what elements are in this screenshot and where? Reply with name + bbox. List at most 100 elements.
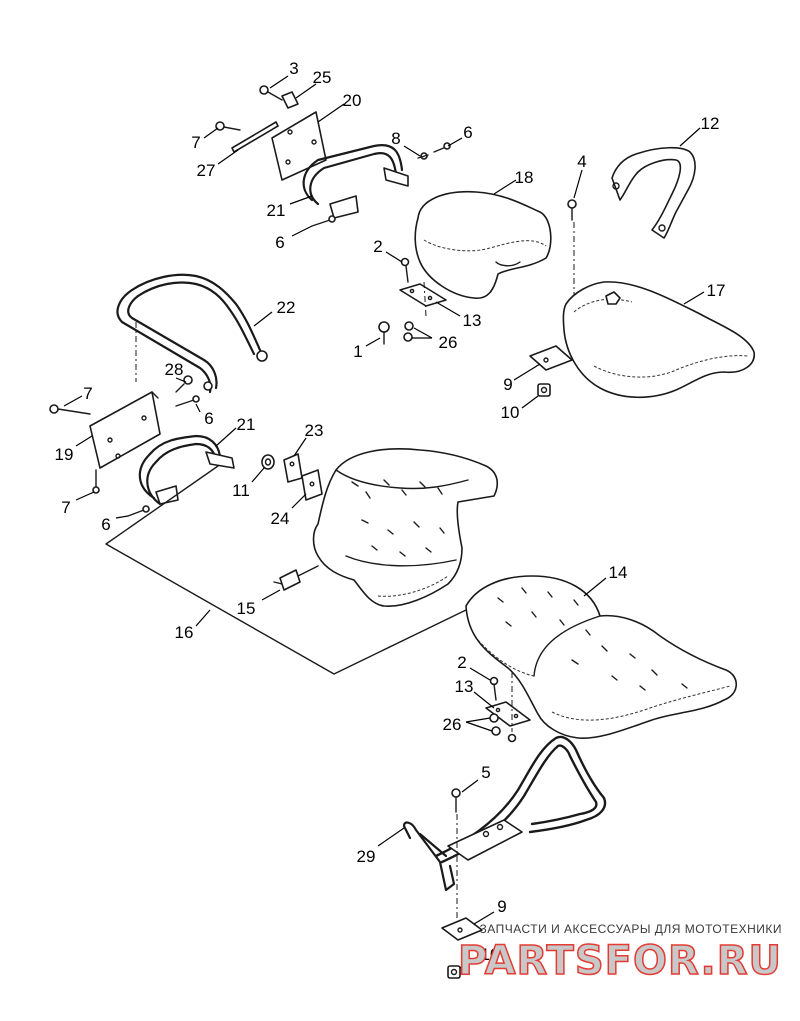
watermark-logo: PARTSFOR.RU: [457, 937, 782, 985]
part-mount-15: [273, 565, 319, 591]
svg-text:10: 10: [501, 403, 520, 422]
part-bar-27: [231, 121, 279, 153]
callout-26-top: 26: [412, 327, 457, 352]
callout-9-bottom: 9: [473, 897, 507, 925]
svg-text:13: 13: [463, 311, 482, 330]
callout-25: 25: [295, 68, 332, 99]
callout-24: 24: [271, 493, 307, 528]
callout-13-bottom: 13: [455, 677, 495, 709]
callout-3: 3: [269, 59, 299, 89]
callout-18: 18: [493, 168, 534, 195]
svg-text:18: 18: [515, 168, 534, 187]
part-screw-6-mid: [175, 395, 200, 407]
part-nut-10-top: [537, 383, 551, 397]
part-screw-7-left: [49, 404, 91, 415]
svg-text:4: 4: [577, 152, 586, 171]
part-screw-7-bottom: [92, 469, 100, 494]
callout-10-top: 10: [501, 395, 539, 422]
callout-1: 1: [353, 337, 381, 361]
callout-2-top: 2: [373, 237, 403, 263]
svg-text:15: 15: [237, 599, 256, 618]
part-rail-21-top: [302, 144, 409, 219]
part-seat-18: [414, 190, 552, 299]
svg-text:6: 6: [101, 515, 110, 534]
part-screw-5: [451, 788, 461, 813]
svg-text:7: 7: [83, 384, 92, 403]
svg-text:24: 24: [271, 509, 290, 528]
part-rail-22: [116, 273, 268, 394]
svg-text:29: 29: [357, 847, 376, 866]
watermark: ЗАПЧАСТИ И АКСЕССУАРЫ ДЛЯ МОТОТЕХНИКИ PA…: [457, 922, 782, 985]
part-screw-2-top: [400, 257, 410, 283]
svg-text:9: 9: [497, 897, 506, 916]
callout-6-mid: 6: [195, 403, 214, 428]
callout-12: 12: [679, 114, 720, 147]
callout-15: 15: [237, 589, 281, 618]
svg-text:10: 10: [481, 945, 500, 964]
part-screw-6-bottom: [127, 505, 150, 517]
svg-text:6: 6: [204, 409, 213, 428]
callout-26-bottom: 26: [443, 715, 493, 734]
callout-7-left: 7: [63, 384, 93, 407]
svg-text:25: 25: [313, 68, 332, 87]
part-screw-4: [567, 199, 577, 221]
svg-text:11: 11: [232, 481, 250, 500]
callout-6-top: 6: [447, 123, 473, 147]
part-screw-3: [259, 85, 283, 101]
callout-13-top: 13: [435, 301, 482, 330]
svg-text:23: 23: [305, 421, 324, 440]
callout-21-top: 21: [267, 195, 313, 220]
part-clip-25: [281, 91, 299, 109]
svg-text:16: 16: [175, 623, 194, 642]
callout-2-bottom: 2: [457, 653, 491, 681]
part-screw-6-top: [433, 142, 451, 153]
svg-text:19: 19: [55, 445, 74, 464]
svg-text:7: 7: [61, 498, 70, 517]
callout-5: 5: [461, 763, 491, 793]
callout-21-bottom: 21: [215, 415, 255, 447]
callout-27: 27: [197, 149, 239, 180]
svg-text:3: 3: [289, 59, 298, 78]
svg-text:12: 12: [701, 114, 720, 133]
svg-text:26: 26: [443, 715, 462, 734]
callout-17: 17: [683, 281, 726, 305]
part-screw-6-lower-top: [311, 215, 336, 227]
part-mounting-plate-20: [271, 111, 327, 181]
svg-text:17: 17: [707, 281, 726, 300]
callout-22: 22: [253, 298, 296, 327]
callout-9-top: 9: [503, 363, 541, 394]
part-mounting-plate-19: [89, 391, 161, 469]
part-nut-10-bottom: [447, 965, 461, 979]
svg-text:6: 6: [463, 123, 472, 142]
callout-20: 20: [317, 91, 362, 123]
svg-text:20: 20: [343, 91, 362, 110]
svg-text:27: 27: [197, 161, 216, 180]
part-strap-12: [611, 146, 696, 239]
svg-text:5: 5: [481, 763, 490, 782]
svg-text:6: 6: [275, 233, 284, 252]
part-spacer-11: [261, 454, 275, 470]
part-seat-14: [465, 575, 738, 739]
part-bolt-1: [378, 321, 390, 345]
part-bracket-24: [301, 469, 323, 501]
part-bracket-23: [283, 453, 303, 483]
svg-text:2: 2: [457, 653, 466, 672]
callout-23: 23: [293, 421, 324, 457]
centerline: [423, 281, 427, 317]
svg-text:8: 8: [391, 129, 400, 148]
svg-text:28: 28: [165, 360, 184, 379]
part-backrest-pad-16: [312, 448, 499, 607]
part-plate-9-top: [529, 345, 573, 371]
svg-text:7: 7: [191, 133, 200, 152]
part-frame-29: [402, 735, 607, 892]
callout-4: 4: [573, 152, 587, 199]
svg-text:1: 1: [353, 342, 362, 361]
part-bracket-13-top: [399, 283, 447, 307]
svg-text:22: 22: [277, 298, 296, 317]
svg-text:14: 14: [609, 563, 628, 582]
part-screw-7-top: [215, 121, 241, 131]
backrest-assembly-bracket-16: [105, 465, 467, 675]
part-screw-2-bottom: [489, 676, 499, 701]
